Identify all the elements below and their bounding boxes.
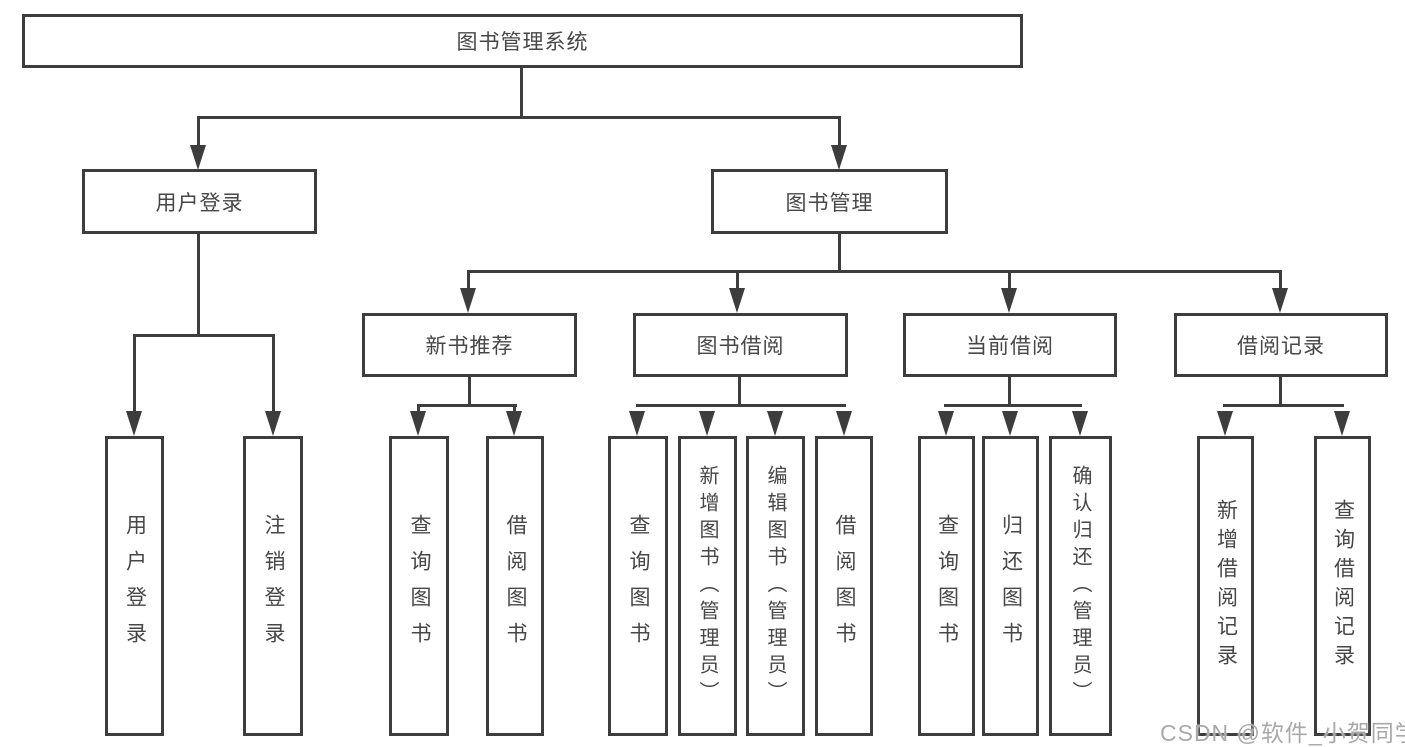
node-label: 当前借阅: [966, 335, 1054, 358]
connector: [1223, 404, 1344, 407]
arrow-down-icon: [506, 411, 522, 436]
connector: [272, 335, 275, 415]
connector: [738, 377, 741, 407]
connector: [197, 117, 200, 149]
leaf-label: 查询图书: [935, 514, 959, 658]
connector: [133, 335, 136, 415]
leaf-label: 借阅图书: [504, 514, 527, 658]
node-library-management-system: 图书管理系统: [22, 14, 1023, 68]
leaf-query-borrow-record: 查询借阅记录: [1314, 436, 1371, 736]
leaf-logout: 注销登录: [243, 436, 303, 736]
node-label: 图书管理: [785, 191, 874, 215]
leaf-query-books-recommend: 查询图书: [389, 436, 449, 736]
connector: [197, 116, 841, 119]
arrow-down-icon: [1072, 411, 1088, 436]
leaf-borrow-books-borrowing: 借阅图书: [815, 436, 873, 736]
leaf-label: 用户登录: [123, 514, 147, 658]
node-label: 用户登录: [155, 191, 244, 215]
leaf-edit-book-admin: 编辑图书（管理员）: [746, 436, 805, 736]
connector: [468, 377, 471, 407]
leaf-label: 查询图书: [627, 514, 650, 658]
node-user-login: 用户登录: [82, 169, 317, 234]
csdn-watermark: CSDN @软件_小贺同学: [1160, 720, 1405, 746]
connector: [133, 334, 275, 337]
arrow-down-icon: [1272, 288, 1288, 313]
leaf-user-login: 用户登录: [105, 436, 164, 736]
node-new-book-recommendation: 新书推荐: [362, 313, 577, 377]
arrow-down-icon: [1334, 411, 1350, 436]
connector: [636, 404, 846, 407]
connector: [944, 404, 1082, 407]
leaf-label: 新增借阅记录: [1214, 499, 1238, 673]
leaf-label: 注销登录: [262, 514, 285, 658]
leaf-add-book-admin: 新增图书（管理员）: [678, 436, 737, 736]
connector: [467, 271, 470, 291]
leaf-label: 编辑图书（管理员）: [764, 464, 786, 708]
arrow-down-icon: [938, 411, 954, 436]
node-borrowing-records: 借阅记录: [1174, 313, 1388, 377]
node-label: 图书借阅: [696, 335, 785, 358]
leaf-label: 归还图书: [999, 514, 1023, 658]
connector: [1279, 377, 1282, 407]
arrow-down-icon: [1001, 288, 1017, 313]
node-label: 新书推荐: [425, 335, 514, 358]
arrow-down-icon: [265, 411, 281, 436]
arrow-down-icon: [460, 288, 476, 313]
leaf-label: 查询图书: [408, 514, 431, 658]
connector: [838, 234, 841, 273]
connector: [197, 234, 200, 337]
connector: [417, 404, 517, 407]
arrow-down-icon: [729, 288, 745, 313]
leaf-query-books-current: 查询图书: [918, 436, 975, 736]
arrow-down-icon: [629, 411, 645, 436]
arrow-down-icon: [836, 411, 852, 436]
arrow-down-icon: [699, 411, 715, 436]
connector: [520, 68, 523, 119]
connector: [1008, 377, 1011, 407]
leaf-label: 查询借阅记录: [1331, 499, 1355, 673]
node-current-borrowing: 当前借阅: [903, 313, 1117, 377]
connector: [467, 270, 1282, 273]
arrow-down-icon: [410, 411, 426, 436]
connector: [736, 271, 739, 291]
connector: [838, 117, 841, 149]
leaf-label: 确认归还（管理员）: [1069, 464, 1091, 708]
leaf-label: 新增图书（管理员）: [696, 464, 718, 708]
arrow-down-icon: [126, 411, 142, 436]
node-label: 借阅记录: [1237, 335, 1325, 358]
leaf-query-books-borrowing: 查询图书: [608, 436, 668, 736]
arrow-down-icon: [190, 145, 206, 170]
leaf-label: 借阅图书: [833, 514, 856, 658]
connector: [1279, 271, 1282, 291]
node-book-borrowing: 图书借阅: [633, 313, 848, 377]
leaf-return-book: 归还图书: [982, 436, 1039, 736]
leaf-borrow-books-recommend: 借阅图书: [486, 436, 544, 736]
node-book-management: 图书管理: [711, 169, 948, 234]
arrow-down-icon: [831, 145, 847, 170]
leaf-confirm-return-admin: 确认归还（管理员）: [1049, 436, 1112, 736]
node-label: 图书管理系统: [456, 31, 589, 54]
leaf-add-borrow-record: 新增借阅记录: [1197, 436, 1254, 736]
arrow-down-icon: [1217, 411, 1233, 436]
arrow-down-icon: [767, 411, 783, 436]
connector: [1008, 271, 1011, 291]
arrow-down-icon: [1002, 411, 1018, 436]
